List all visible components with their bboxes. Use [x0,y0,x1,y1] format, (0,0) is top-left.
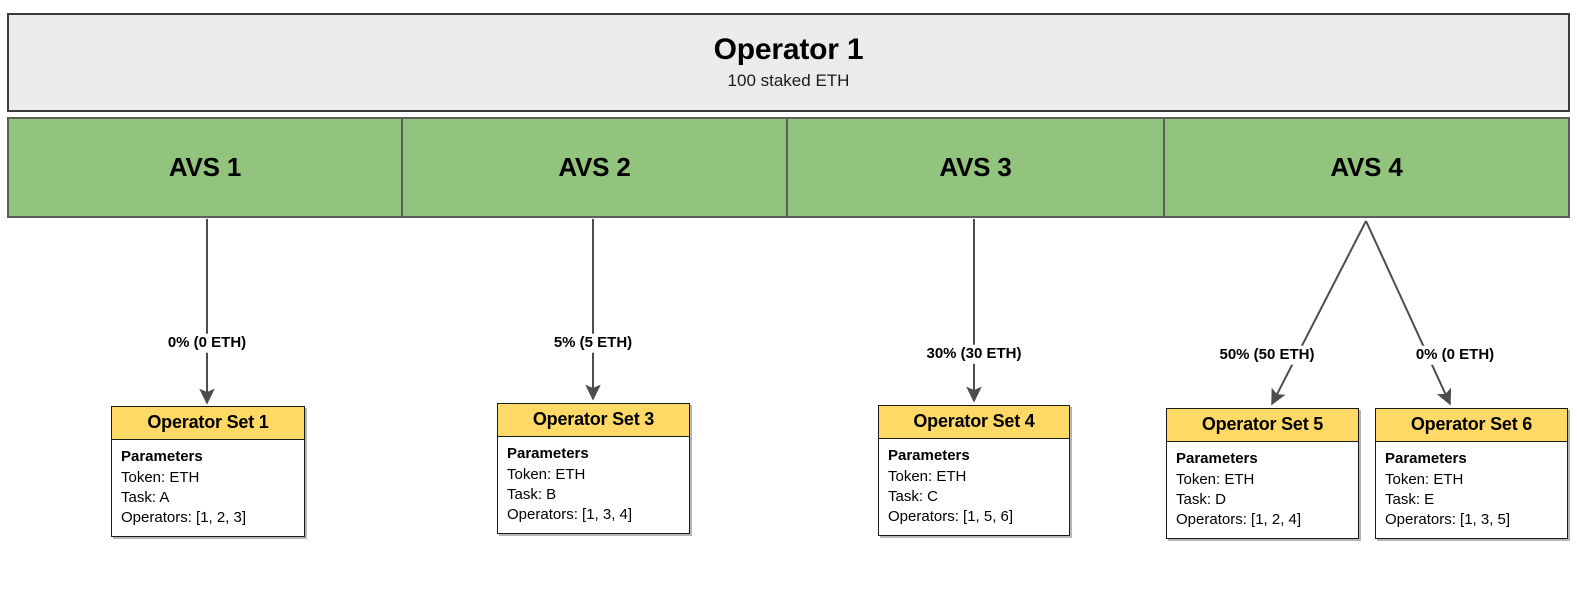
params-heading-3: Parameters [507,445,589,462]
operator-set-title-4: Operator Set 4 [879,406,1069,439]
avs-strip: AVS 1 AVS 2 AVS 3 AVS 4 [7,117,1570,218]
param-task-1: Task: A [121,488,170,506]
params-heading-4: Parameters [888,447,970,464]
operator-set-title-1: Operator Set 1 [112,407,304,440]
param-token-1: Token: ETH [121,468,200,486]
param-token-6: Token: ETH [1385,470,1464,488]
operator-set-params-6: Parameters Token: ETH Task: E Operators:… [1376,442,1567,538]
operator-set-card-6[interactable]: Operator Set 6 Parameters Token: ETH Tas… [1375,408,1568,539]
operator-set-card-5[interactable]: Operator Set 5 Parameters Token: ETH Tas… [1166,408,1359,539]
param-task-5: Task: D [1176,490,1227,508]
param-token-3: Token: ETH [507,465,586,483]
operator-set-title-3: Operator Set 3 [498,404,689,437]
param-task-6: Task: E [1385,490,1435,508]
allocation-label-avs2: 5% (5 ETH) [550,333,636,353]
operator-set-params-1: Parameters Token: ETH Task: A Operators:… [112,440,304,536]
param-task-4: Task: C [888,487,939,505]
allocation-label-avs1: 0% (0 ETH) [164,333,250,353]
param-operators-4: Operators: [1, 5, 6] [888,507,1014,525]
param-token-4: Token: ETH [888,467,967,485]
param-task-3: Task: B [507,485,557,503]
param-operators-5: Operators: [1, 2, 4] [1176,510,1302,528]
avs-node-3[interactable]: AVS 3 [788,119,1165,216]
operator-set-card-4[interactable]: Operator Set 4 Parameters Token: ETH Tas… [878,405,1070,536]
param-operators-6: Operators: [1, 3, 5] [1385,510,1511,528]
params-heading-1: Parameters [121,448,203,465]
params-heading-5: Parameters [1176,450,1258,467]
avs-node-2[interactable]: AVS 2 [403,119,788,216]
operator-title: Operator 1 [713,33,864,67]
avs-node-1[interactable]: AVS 1 [9,119,403,216]
operator-set-card-1[interactable]: Operator Set 1 Parameters Token: ETH Tas… [111,406,305,537]
operator-stake: 100 staked ETH [727,70,850,90]
param-token-5: Token: ETH [1176,470,1255,488]
allocation-label-avs4-set5: 50% (50 ETH) [1216,345,1318,365]
operator-set-params-4: Parameters Token: ETH Task: C Operators:… [879,439,1069,535]
param-operators-3: Operators: [1, 3, 4] [507,505,633,523]
operator-set-params-5: Parameters Token: ETH Task: D Operators:… [1167,442,1358,538]
operator-set-title-6: Operator Set 6 [1376,409,1567,442]
params-heading-6: Parameters [1385,450,1467,467]
operator-node[interactable]: Operator 1 100 staked ETH [7,13,1570,112]
allocation-label-avs4-set6: 0% (0 ETH) [1412,345,1498,365]
operator-set-title-5: Operator Set 5 [1167,409,1358,442]
operator-set-card-3[interactable]: Operator Set 3 Parameters Token: ETH Tas… [497,403,690,534]
operator-set-params-3: Parameters Token: ETH Task: B Operators:… [498,437,689,533]
allocation-label-avs3: 30% (30 ETH) [923,344,1025,364]
param-operators-1: Operators: [1, 2, 3] [121,508,247,526]
avs-node-4[interactable]: AVS 4 [1165,119,1568,216]
